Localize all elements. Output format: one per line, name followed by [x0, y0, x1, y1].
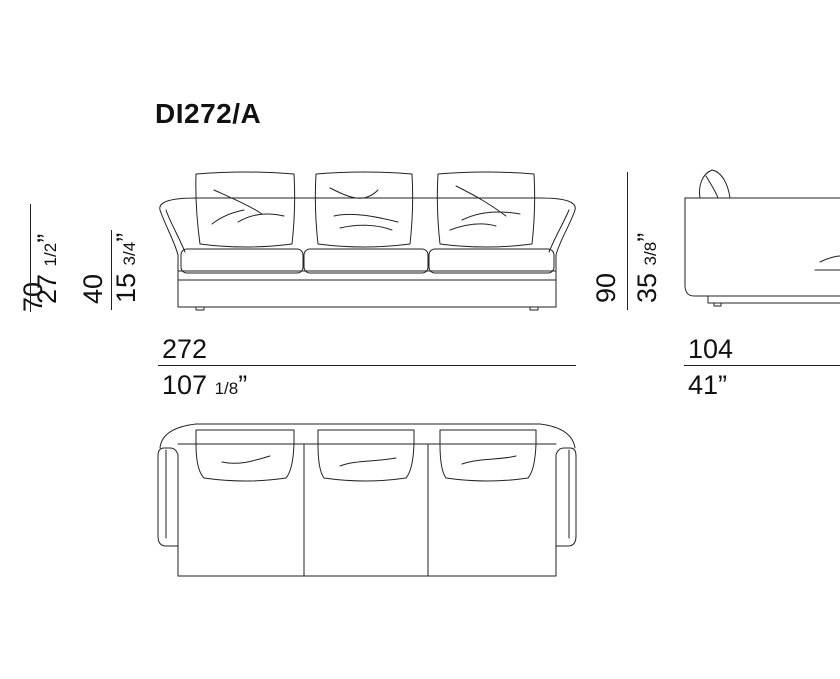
front-right-arm-inner: [549, 210, 569, 252]
side-arm-outline: [685, 198, 840, 296]
width-dimension-line: [158, 365, 576, 366]
depth-cm-label: 104: [688, 334, 734, 364]
depth-inch-label: 41”: [688, 370, 728, 400]
front-back-pillow-3: [437, 172, 534, 247]
side-base: [708, 296, 840, 303]
side-seat-cushion: [820, 256, 840, 262]
product-code-title: DI272/A: [155, 98, 262, 129]
front-back-pillow-2: [315, 172, 412, 247]
front-pillow-3-creases: [450, 186, 520, 230]
side-back-pillow-line: [706, 176, 718, 198]
front-base: [178, 271, 556, 307]
side-foot: [714, 303, 721, 306]
front-seat-cushion-2: [304, 249, 428, 273]
front-seat-cushion-3: [429, 249, 554, 273]
width-inch-label: 107 1/8”: [162, 370, 248, 400]
seat-height-dimension-line: [111, 230, 112, 310]
plan-pillow-creases: [222, 456, 516, 466]
plan-right-arm: [556, 448, 576, 576]
front-left-arm: [160, 198, 196, 305]
total-height-dimension-line: [627, 172, 628, 310]
front-pillow-1-creases: [212, 190, 284, 224]
plan-back-top: [160, 424, 575, 448]
plan-pillow-2: [318, 430, 414, 481]
front-foot-left: [196, 307, 204, 310]
plan-pillow-1: [196, 430, 294, 481]
depth-dimension-line: [684, 365, 840, 366]
plan-view-sofa: [158, 424, 576, 576]
front-right-arm: [540, 198, 575, 305]
front-back-pillow-1: [196, 172, 295, 247]
left-height-dimension-line: [30, 204, 31, 312]
front-view-sofa: [160, 172, 575, 310]
plan-left-arm: [158, 448, 178, 576]
plan-seat-dividers: [304, 444, 428, 576]
side-back-pillow: [700, 170, 731, 198]
front-seat-cushion-1: [181, 249, 303, 273]
front-left-arm-inner: [166, 210, 185, 252]
width-cm-label: 272: [162, 334, 208, 364]
front-foot-right: [530, 307, 538, 310]
side-view-sofa: [685, 170, 840, 306]
front-pillow-2-creases: [330, 188, 398, 230]
plan-pillow-3: [440, 430, 536, 481]
